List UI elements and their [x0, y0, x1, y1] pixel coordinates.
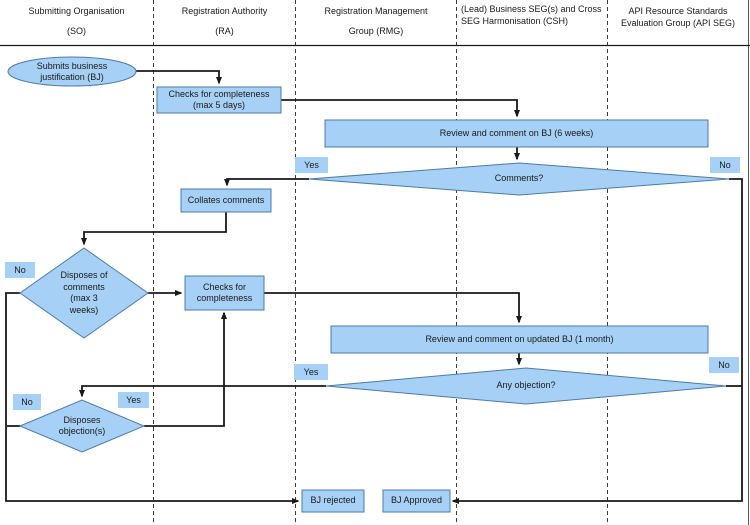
- dispose-objections-no-label: No: [13, 394, 41, 410]
- check-completeness-1-label: Checks for completeness (max 5 days): [168, 88, 270, 111]
- connector-objection-yes-to-dispose-objections: [79, 385, 326, 398]
- lane-header-so-line1: Submitting Organisation: [28, 6, 125, 16]
- lane-header-so-line2: (SO): [67, 26, 86, 36]
- dispose-comments-label: Disposes of comments (max 3 weeks): [60, 270, 108, 315]
- objection-label: Any objection?: [496, 380, 556, 391]
- lane-header-ra-line1: Registration Authority: [181, 6, 268, 16]
- submit-bj-label: Submits business justification (BJ): [36, 60, 108, 83]
- dispose-objections-label: Disposes objection(s): [58, 414, 106, 437]
- lane-header-api-seg-line2: Evaluation Group (API SEG): [620, 18, 736, 28]
- lane-header-csh: (Lead) Business SEG(s) and Cross SEG Har…: [457, 0, 611, 27]
- connector-check1-to-review1: [281, 99, 520, 118]
- objection-diamond: [325, 367, 727, 405]
- connector-dispose-objections-yes-to-check2: [144, 311, 227, 427]
- comments-no-label: No: [710, 157, 740, 173]
- bj-approved-box: [382, 489, 451, 513]
- lane-header-csh-line2: SEG Harmonisation (CSH): [461, 16, 569, 26]
- lane-header-rmg-line1: Registration Management: [324, 6, 428, 16]
- comments-yes-label: Yes: [295, 157, 328, 173]
- connector-no-rail-to-approved: [451, 178, 743, 504]
- dispose-objections-diamond: [18, 399, 146, 453]
- collate-comments-box: [180, 188, 272, 213]
- collate-comments-label: Collates comments: [187, 194, 265, 205]
- check-completeness-2-box: [184, 275, 265, 311]
- connector-check2-to-review2: [264, 292, 522, 324]
- comments-label: Comments?: [494, 173, 544, 184]
- bj-approved-label: BJ Approved: [390, 495, 443, 506]
- review-updated-bj-label: Review and comment on updated BJ (1 mont…: [425, 333, 614, 344]
- review-bj-box: [324, 119, 709, 148]
- objection-no-label: No: [709, 357, 739, 373]
- lane-header-ra: Registration Authority (RA): [154, 0, 295, 37]
- connector-collate-to-dispose-comments: [81, 212, 227, 246]
- review-bj-label: Review and comment on BJ (6 weeks): [439, 127, 594, 138]
- check-completeness-2-label: Checks for completeness: [196, 281, 253, 304]
- connector-no-rail-to-rejected: [5, 292, 300, 504]
- lane-header-api-seg: API Resource Standards Evaluation Group …: [608, 0, 748, 29]
- objection-yes-label: Yes: [294, 364, 328, 380]
- connector-submit-to-check1: [136, 70, 222, 85]
- check-completeness-1-box: [156, 86, 282, 114]
- connector-comments-yes-to-collate: [224, 178, 309, 187]
- lane-header-rmg: Registration Management Group (RMG): [296, 0, 456, 37]
- submit-bj-oval: [7, 56, 137, 87]
- lane-header-so: Submitting Organisation (SO): [0, 0, 153, 37]
- bj-rejected-label: BJ rejected: [310, 495, 356, 506]
- lane-header-api-seg-line1: API Resource Standards: [628, 6, 728, 16]
- lane-header-rmg-line2: Group (RMG): [348, 26, 404, 36]
- dispose-comments-no-label: No: [5, 262, 35, 278]
- lane-header-csh-line1: (Lead) Business SEG(s) and Cross: [461, 4, 602, 14]
- dispose-comments-diamond: [19, 247, 149, 339]
- dispose-objections-yes-label: Yes: [118, 392, 149, 408]
- lane-header-ra-line2: (RA): [215, 26, 234, 36]
- bj-rejected-box: [301, 489, 365, 513]
- review-updated-bj-box: [330, 325, 709, 354]
- comments-diamond: [308, 162, 730, 196]
